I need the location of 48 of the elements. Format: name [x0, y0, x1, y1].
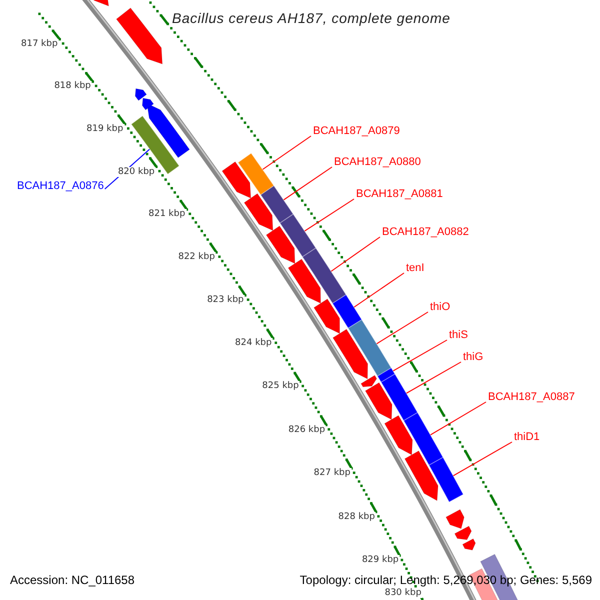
- leader-line: [304, 198, 354, 232]
- footer-text: Topology: circular; Length: 5,269,030 bp; Genes: 5,569: [300, 573, 592, 587]
- gene-label: BCAH187_A0887: [488, 391, 575, 403]
- gene-bar: [380, 373, 418, 422]
- scale-label: 824 kbp: [234, 338, 273, 348]
- gene-label: BCAH187_A0879: [313, 125, 400, 137]
- leader-line: [452, 442, 512, 476]
- gene-label: thiS: [449, 329, 468, 341]
- gene-label: BCAH187_A0880: [334, 156, 421, 168]
- scale-label: 820 kbp: [116, 166, 156, 177]
- gene-bar: [332, 294, 362, 329]
- gene-bar: [348, 319, 392, 377]
- gene-bar: [260, 185, 294, 224]
- gene-bar: [279, 214, 316, 258]
- scale-label: 818 kbp: [53, 81, 92, 92]
- scale-label: 821 kbp: [148, 209, 186, 220]
- gene-label: BCAH187_A0882: [382, 226, 469, 238]
- scale-label: 827 kbp: [312, 468, 352, 478]
- leader-line: [283, 166, 332, 200]
- scale-label: 822 kbp: [177, 252, 216, 262]
- leader-line: [376, 312, 428, 344]
- gene-bar: [238, 152, 274, 196]
- gene-label: BCAH187_A0876: [17, 180, 104, 192]
- gene-label: thiD1: [514, 431, 540, 443]
- leader-line: [262, 136, 312, 170]
- scale-label: 825 kbp: [261, 381, 300, 392]
- scale-label: 828 kbp: [337, 512, 376, 522]
- gene-bar: [428, 456, 464, 502]
- leader-line: [406, 362, 462, 394]
- gene-label: tenI: [406, 262, 424, 274]
- scale-label: 817 kbp: [20, 39, 59, 50]
- scale-label: 830 kbp: [384, 588, 422, 598]
- gene-bar: [302, 247, 347, 304]
- scale-label: 819 kbp: [86, 124, 124, 134]
- gene-label: thiO: [430, 301, 450, 313]
- scale-label: 829 kbp: [360, 555, 400, 566]
- leader-line: [430, 402, 486, 436]
- map-title: Bacillus cereus AH187, complete genome: [172, 10, 450, 26]
- leader-line: [330, 236, 380, 272]
- gene-bar: [376, 367, 396, 383]
- scale-label: 826 kbp: [287, 424, 326, 435]
- leader-line: [392, 340, 448, 372]
- gene-label: thiG: [463, 351, 484, 363]
- leader-line: [353, 272, 404, 308]
- gene-bar: [403, 412, 444, 466]
- footer-text: Accession: NC_011658: [10, 573, 135, 587]
- gene-label: BCAH187_A0881: [356, 188, 443, 200]
- scale-label: 823 kbp: [206, 295, 245, 306]
